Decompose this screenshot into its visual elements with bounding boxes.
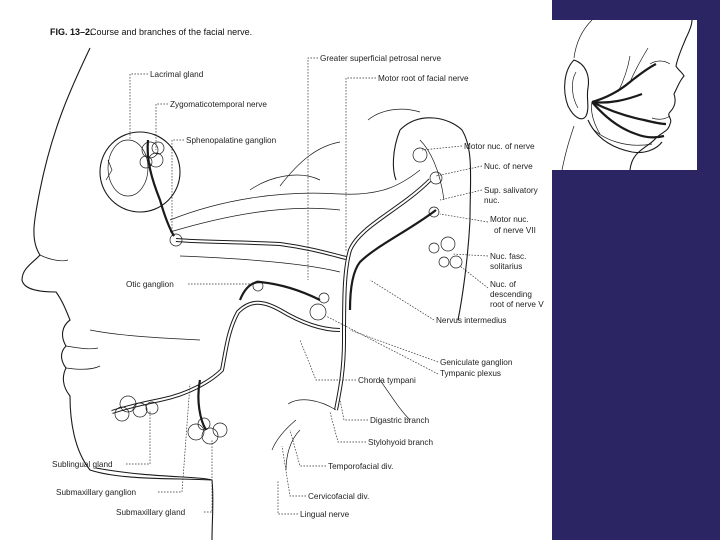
label-motor-nuc-nerve: Motor nuc. of nerve xyxy=(464,142,535,151)
label-tympanic-plexus: Tympanic plexus xyxy=(440,369,501,378)
label-chorda-tympani: Chorda tympani xyxy=(358,376,416,385)
label-cervicofacial-div: Cervicofacial div. xyxy=(308,492,369,501)
label-nuc-descending-root-line3: root of nerve V xyxy=(490,300,544,309)
label-lacrimal-gland: Lacrimal gland xyxy=(150,70,204,79)
label-nervus-intermedius: Nervus intermedius xyxy=(436,316,507,325)
label-geniculate-ganglion: Geniculate ganglion xyxy=(440,358,513,367)
eye-orbit xyxy=(100,132,180,236)
label-otic-ganglion: Otic ganglion xyxy=(126,280,174,289)
facial-nerve-branches-inset-drawing xyxy=(552,20,697,170)
figure-caption: Course and branches of the facial nerve. xyxy=(90,27,252,37)
label-lingual-nerve: Lingual nerve xyxy=(300,510,350,519)
label-nuc-of-nerve: Nuc. of nerve xyxy=(484,162,533,171)
label-submaxillary-ganglion: Submaxillary ganglion xyxy=(56,488,137,497)
nerve-trunks xyxy=(90,180,436,430)
label-sphenopalatine-ganglion: Sphenopalatine ganglion xyxy=(186,136,277,145)
label-motor-root-facial-nerve: Motor root of facial nerve xyxy=(378,74,469,83)
label-digastric-branch: Digastric branch xyxy=(370,416,430,425)
facial-nerve-diagram: FIG. 13–2. Course and branches of the fa… xyxy=(0,0,552,540)
face-profile-outline xyxy=(22,48,213,540)
label-nuc-descending-root-line1: Nuc. of xyxy=(490,280,517,289)
label-temporofacial-div: Temporofacial div. xyxy=(328,462,393,471)
label-zygomaticotemporal-nerve: Zygomaticotemporal nerve xyxy=(170,100,267,109)
label-motor-nuc-vii-line1: Motor nuc. xyxy=(490,215,529,224)
label-sup-salivatory-nuc-line1: Sup. salivatory xyxy=(484,186,539,195)
label-sublingual-gland: Sublingual gland xyxy=(52,460,113,469)
label-submaxillary-gland: Submaxillary gland xyxy=(116,508,186,517)
label-stylohyoid-branch: Stylohyoid branch xyxy=(368,438,434,447)
figure-number: FIG. 13–2. xyxy=(50,27,93,37)
label-sup-salivatory-nuc-line2: nuc. xyxy=(484,196,499,205)
label-nuc-fasc-solitarius-line2: solitarius xyxy=(490,262,522,271)
glands xyxy=(115,234,329,444)
brainstem xyxy=(393,118,470,320)
label-nuc-descending-root-line2: descending xyxy=(490,290,532,299)
label-nuc-fasc-solitarius-line1: Nuc. fasc. xyxy=(490,252,526,261)
inset-face-illustration xyxy=(552,20,697,170)
label-motor-nuc-vii-line2: of nerve VII xyxy=(494,226,536,235)
label-greater-superficial-petrosal-nerve: Greater superficial petrosal nerve xyxy=(320,54,441,63)
